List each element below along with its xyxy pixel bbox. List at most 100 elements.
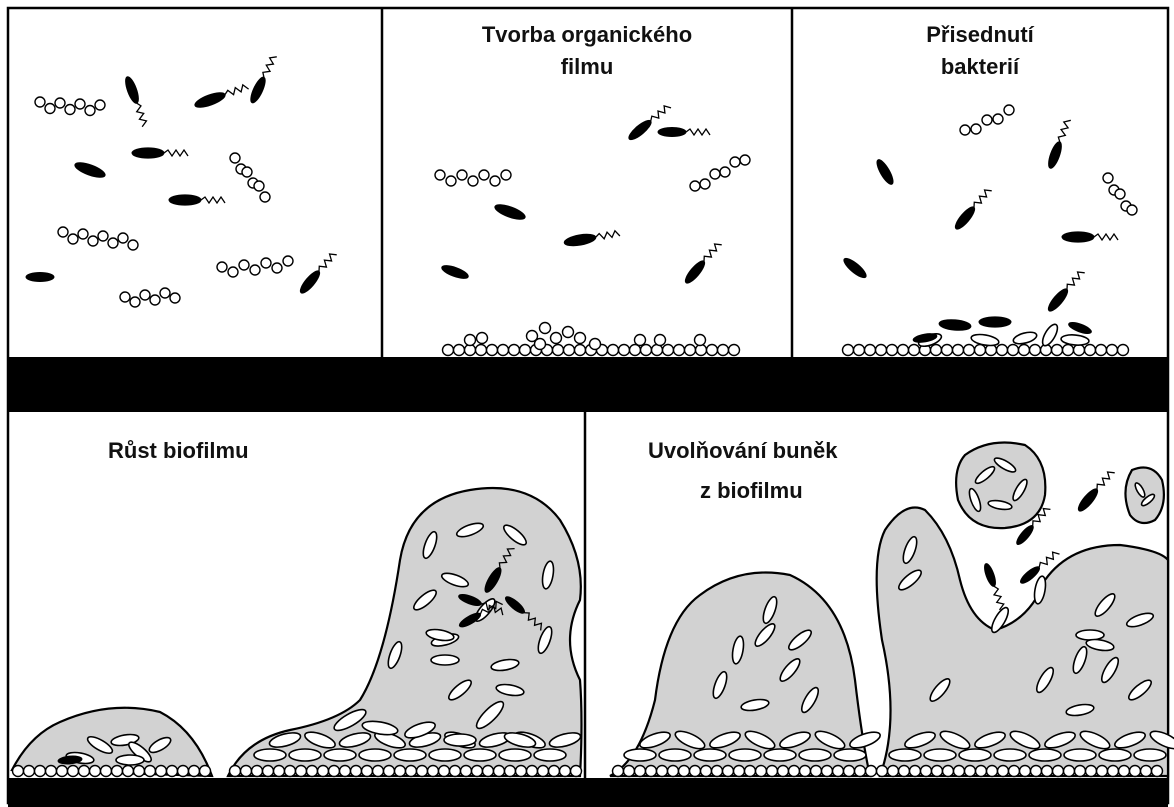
film-bead <box>307 766 318 777</box>
chain-bead <box>55 98 65 108</box>
film-bead <box>1020 766 1031 777</box>
bacterium <box>493 202 527 223</box>
bacterium-body <box>1067 320 1092 335</box>
film-bead <box>498 345 509 356</box>
film-bead <box>535 339 546 350</box>
rod-cell <box>289 749 321 761</box>
film-bead <box>477 333 488 344</box>
rod-cell <box>924 749 956 761</box>
rod-cell <box>324 749 356 761</box>
chain-bead <box>457 170 467 180</box>
bacterium <box>169 195 225 205</box>
chain-bead <box>68 234 78 244</box>
chain-bead <box>960 125 970 135</box>
film-bead <box>910 766 921 777</box>
film-bead <box>712 766 723 777</box>
rod-cell <box>116 755 144 765</box>
film-bead <box>373 766 384 777</box>
bacterium-body <box>440 263 469 281</box>
chain-bead <box>88 236 98 246</box>
flagellum <box>261 54 277 78</box>
film-bead <box>472 766 483 777</box>
film-bead <box>854 345 865 356</box>
chain-bead <box>468 176 478 186</box>
chain-bead <box>1103 173 1113 183</box>
film-bead <box>351 766 362 777</box>
rod-cell <box>624 749 656 761</box>
film-bead <box>454 345 465 356</box>
film-bead <box>134 766 145 777</box>
film-bead <box>483 766 494 777</box>
film-bead <box>527 766 538 777</box>
film-bead <box>1141 766 1152 777</box>
film-bead <box>899 766 910 777</box>
molecule-chain <box>960 105 1014 135</box>
film-bead <box>395 766 406 777</box>
film-bead <box>362 766 373 777</box>
chain-bead <box>150 295 160 305</box>
bacterium <box>1062 232 1118 242</box>
film-bead <box>964 345 975 356</box>
rod-cell <box>1029 749 1061 761</box>
bacterium-body <box>626 118 653 143</box>
title-p2-line2: filmu <box>561 54 614 79</box>
bacterium-body <box>683 258 708 285</box>
film-bead <box>909 345 920 356</box>
film-bead <box>1097 766 1108 777</box>
bacterium-body <box>658 128 686 137</box>
chain-bead <box>740 155 750 165</box>
rod-cell <box>799 749 831 761</box>
bacterium <box>982 562 1006 610</box>
chain-bead <box>170 293 180 303</box>
bacterium-body <box>982 562 997 587</box>
film-bead <box>549 766 560 777</box>
chain-bead <box>140 290 150 300</box>
film-bead <box>1086 766 1097 777</box>
film-bead <box>844 766 855 777</box>
film-bead <box>745 766 756 777</box>
film-bead <box>663 345 674 356</box>
bacterium-body <box>1062 232 1094 242</box>
title-p3-line2: bakterií <box>941 54 1020 79</box>
film-bead <box>487 345 498 356</box>
film-bead <box>461 766 472 777</box>
film-bead <box>476 345 487 356</box>
chain-bead <box>710 169 720 179</box>
rod-cell <box>1076 630 1104 640</box>
chain-bead <box>479 170 489 180</box>
film-bead <box>943 766 954 777</box>
chain-bead <box>228 267 238 277</box>
chain-bead <box>128 240 138 250</box>
film-bead <box>564 345 575 356</box>
bacterium <box>1076 468 1116 514</box>
film-bead <box>1030 345 1041 356</box>
rod-cell <box>429 749 461 761</box>
film-bead <box>540 323 551 334</box>
chain-bead <box>982 115 992 125</box>
flagellum <box>686 129 710 135</box>
bacterium-body <box>1046 140 1064 169</box>
molecule-chain <box>1103 173 1137 215</box>
bacterium <box>132 148 188 158</box>
film-bead <box>865 345 876 356</box>
film-bead <box>443 345 454 356</box>
film-bead <box>668 766 679 777</box>
chain-bead <box>730 157 740 167</box>
film-bead <box>987 766 998 777</box>
film-bead <box>822 766 833 777</box>
chain-bead <box>272 263 282 273</box>
molecule-chain <box>230 153 270 202</box>
rod-cell <box>834 749 866 761</box>
film-bead <box>112 766 123 777</box>
film-bead <box>855 766 866 777</box>
film-bead <box>657 766 668 777</box>
chain-bead <box>85 106 95 116</box>
film-bead <box>635 335 646 346</box>
rod-cell <box>464 749 496 761</box>
film-bead <box>494 766 505 777</box>
film-bead <box>1009 766 1020 777</box>
bacterium <box>658 128 710 137</box>
bacterium <box>683 240 723 286</box>
film-bead <box>1063 345 1074 356</box>
film-bead <box>608 345 619 356</box>
